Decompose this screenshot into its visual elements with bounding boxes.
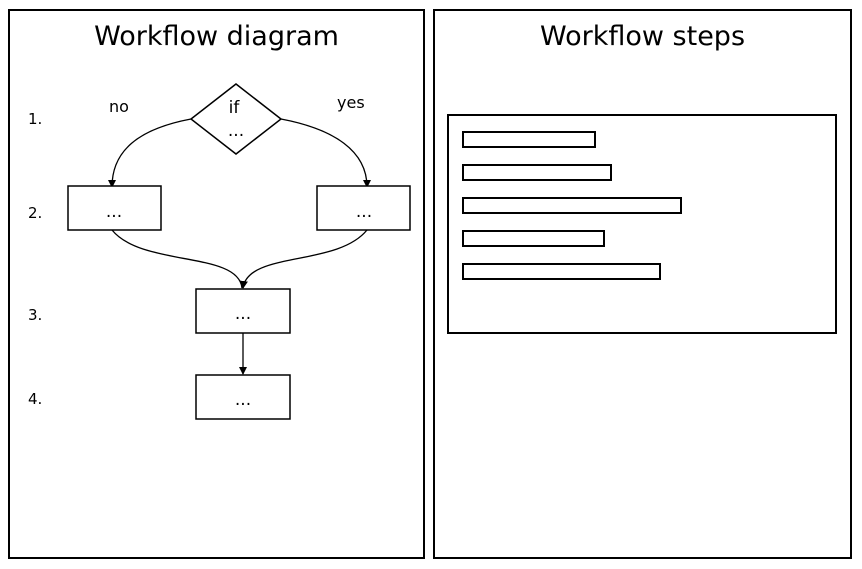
decision-label-if: if <box>229 98 241 118</box>
process-node-step2-right: ... <box>316 185 411 231</box>
workflow-steps-panel: Workflow steps <box>433 9 852 559</box>
connector-right-to-step3 <box>239 229 368 289</box>
workflow-step-bar-2 <box>462 164 612 181</box>
workflow-steps-list <box>447 114 837 334</box>
workflow-diagram-title: Workflow diagram <box>94 21 339 52</box>
connector-left-to-step3 <box>111 229 243 289</box>
workflow-step-bar-4 <box>462 230 605 247</box>
step-number-4: 4. <box>28 390 42 408</box>
workflow-step-bar-3 <box>462 197 682 214</box>
step-number-3: 3. <box>28 306 42 324</box>
process-node-step2-right-label: ... <box>356 202 372 222</box>
step-number-2: 2. <box>28 204 42 222</box>
process-node-step3-label: ... <box>235 304 251 324</box>
decision-label-ellipsis: ... <box>228 121 244 141</box>
branch-label-no: no <box>109 97 129 116</box>
workflow-step-bar-5 <box>462 263 661 280</box>
workflow-diagram-panel: Workflow diagram 1. 2. 3. 4. no yes if .… <box>8 9 425 559</box>
decision-node: if ... <box>189 83 283 155</box>
process-node-step4-label: ... <box>235 390 251 410</box>
connector-no-branch <box>108 118 192 188</box>
workflow-step-bar-1 <box>462 131 596 148</box>
process-node-step2-left-label: ... <box>106 202 122 222</box>
process-node-step2-left: ... <box>67 185 162 231</box>
workflow-diagram: 1. 2. 3. 4. no yes if ... ... ... ... <box>28 83 411 420</box>
branch-label-yes: yes <box>337 93 365 112</box>
process-node-step4: ... <box>195 374 291 420</box>
connector-yes-branch <box>280 118 371 188</box>
process-node-step3: ... <box>195 288 291 334</box>
workflow-steps-title: Workflow steps <box>539 21 746 52</box>
step-number-1: 1. <box>28 110 42 128</box>
